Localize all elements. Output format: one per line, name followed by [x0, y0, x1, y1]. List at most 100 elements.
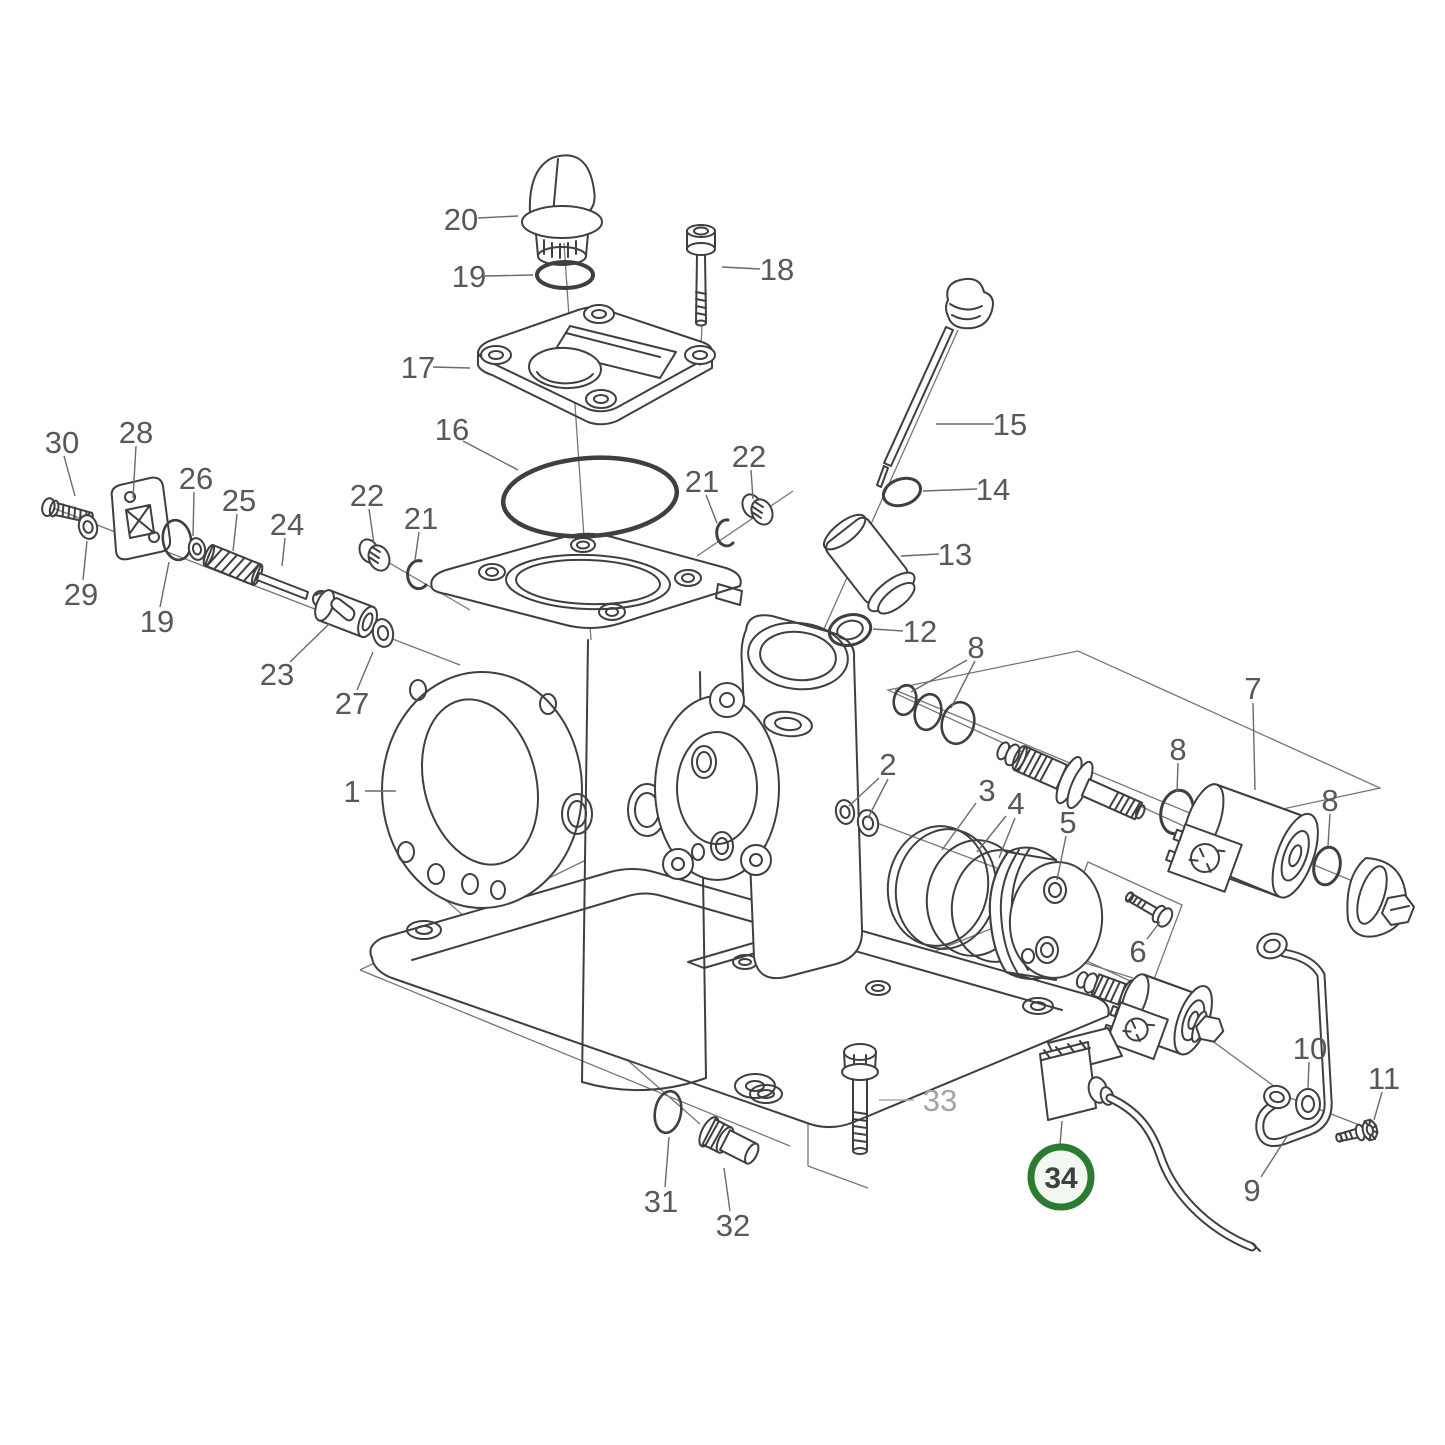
leader-line-part-12 — [872, 628, 904, 632]
callout-part-8: 8 — [1321, 783, 1339, 847]
leader-line-part-21 — [705, 494, 718, 524]
callout-part-3: 3 — [941, 773, 996, 851]
leader-line-part-34 — [1059, 1120, 1063, 1146]
cap-nut — [1346, 857, 1415, 938]
leader-line-part-19 — [484, 274, 534, 277]
leader-line-part-30 — [63, 455, 76, 497]
part-number-label-12: 12 — [903, 614, 937, 649]
pipe-part-9 — [1255, 932, 1333, 1148]
callout-part-20: 20 — [444, 202, 519, 237]
callout-part-16: 16 — [435, 412, 519, 471]
part-number-label-16: 16 — [435, 412, 469, 447]
leader-line-part-14 — [922, 488, 978, 492]
leader-line-part-22 — [368, 508, 375, 545]
leader-line-part-4 — [976, 815, 1007, 853]
leader-line-part-3 — [941, 802, 977, 851]
part-number-label-24: 24 — [270, 507, 304, 542]
leader-line-part-29 — [82, 540, 88, 581]
callout-part-22: 22 — [732, 439, 766, 500]
leader-line-part-4 — [998, 817, 1016, 859]
bolt-part-11 — [1335, 1118, 1379, 1143]
callout-part-8: 8 — [910, 630, 985, 709]
callout-part-19: 19 — [452, 259, 534, 294]
callout-part-34-highlighted: 34 — [1027, 1120, 1095, 1211]
part-number-label-11: 11 — [1368, 1061, 1400, 1096]
leader-line-part-8 — [910, 659, 968, 693]
housing-body — [381, 532, 864, 1099]
callout-part-8: 8 — [1169, 732, 1187, 793]
connector-part-34 — [1039, 1027, 1261, 1252]
callout-part-5: 5 — [1056, 805, 1077, 881]
washer-part-27 — [371, 618, 395, 648]
o-ring-part-31 — [653, 1089, 683, 1135]
leader-line-part-2 — [867, 778, 889, 819]
part-number-label-8: 8 — [967, 630, 984, 665]
callout-part-33: 33 — [879, 1083, 957, 1118]
o-ring-part-19-top — [535, 260, 595, 290]
callout-part-21: 21 — [404, 501, 438, 561]
base-flange — [369, 868, 1110, 1128]
leader-line-part-6 — [1146, 921, 1161, 940]
leader-line-part-5 — [1056, 835, 1067, 881]
washer-part-26 — [187, 537, 207, 561]
o-ring-part-12 — [827, 613, 873, 647]
callout-part-32: 32 — [716, 1167, 750, 1243]
callout-part-22: 22 — [350, 478, 384, 545]
plug-part-22-left — [358, 538, 391, 572]
part-number-label-19: 19 — [140, 604, 174, 639]
part-number-label-20: 20 — [444, 202, 478, 237]
bracket-part-28 — [110, 476, 172, 561]
piston-part-5 — [988, 846, 1104, 981]
part-number-label-29: 29 — [64, 577, 98, 612]
part-number-label-32: 32 — [716, 1208, 750, 1243]
part-number-label-17: 17 — [401, 350, 435, 385]
spring-part-25 — [202, 543, 264, 587]
callout-part-31: 31 — [644, 1136, 678, 1219]
leader-line-part-22 — [750, 469, 754, 500]
part-number-label-2: 2 — [879, 747, 896, 782]
leader-line-part-2 — [848, 777, 880, 807]
leader-line-part-32 — [723, 1167, 731, 1212]
leader-line-part-13 — [900, 553, 940, 557]
callout-part-19: 19 — [140, 561, 174, 639]
o-ring-part-16 — [500, 455, 680, 539]
callout-part-26: 26 — [179, 461, 213, 537]
snap-ring-part-21-left — [406, 559, 428, 591]
callout-part-6: 6 — [1129, 921, 1161, 969]
callout-part-24: 24 — [270, 507, 304, 567]
part-number-label-34: 34 — [1044, 1162, 1078, 1195]
part-number-label-8: 8 — [1321, 783, 1338, 818]
o-rings-part-8-set — [892, 683, 976, 746]
part-number-label-21: 21 — [404, 501, 438, 536]
part-number-label-21: 21 — [685, 464, 719, 499]
cover-plate-part-17 — [477, 304, 716, 426]
grommet-part-10 — [1295, 1088, 1321, 1120]
socket-bolt-part-18 — [686, 224, 716, 327]
part-number-label-22: 22 — [732, 439, 766, 474]
leader-line-part-8 — [1176, 762, 1179, 793]
part-number-label-6: 6 — [1129, 934, 1146, 969]
callout-part-15: 15 — [936, 407, 1027, 442]
callout-part-12: 12 — [872, 614, 937, 649]
part-number-label-26: 26 — [179, 461, 213, 496]
leader-line-part-24 — [281, 537, 286, 567]
callout-part-9: 9 — [1243, 1134, 1289, 1208]
part-number-label-1: 1 — [343, 774, 360, 809]
part-number-label-33: 33 — [923, 1083, 957, 1118]
filler-cap-part-20 — [521, 154, 603, 266]
part-number-label-5: 5 — [1059, 805, 1076, 840]
o-ring-part-19-left — [161, 518, 193, 562]
leader-line-part-16 — [462, 440, 519, 471]
valve-spool — [996, 741, 1146, 821]
screw-part-6 — [1124, 891, 1174, 928]
leader-line-part-21 — [414, 531, 420, 561]
part-number-label-25: 25 — [222, 483, 256, 518]
callout-part-2: 2 — [848, 747, 897, 819]
plug-part-22-right — [741, 493, 774, 526]
leader-line-part-27 — [356, 651, 374, 691]
callout-part-21: 21 — [685, 464, 719, 524]
callout-part-23: 23 — [260, 623, 330, 692]
o-ring-part-8-right — [1312, 845, 1342, 887]
